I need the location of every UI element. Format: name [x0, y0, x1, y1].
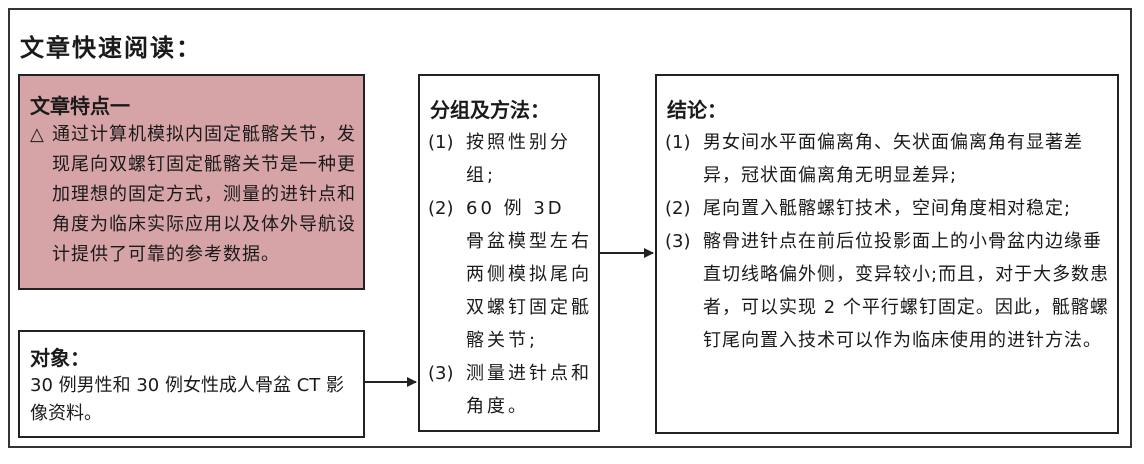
item-text: 髂骨进针点在前后位投影面上的小骨盆内边缘垂直切线略偏外侧，变异较小;而且，对于大… [703, 231, 1110, 351]
item-text: 测量进针点和角度。 [466, 363, 592, 417]
item-number: (2) [428, 198, 454, 219]
item-number: (1) [665, 132, 691, 153]
item-text: 按照性别分组; [466, 132, 571, 186]
group-heading: 分组及方法： [430, 98, 550, 122]
list-item: (2) 尾向置入骶髂螺钉技术，空间角度相对稳定; [665, 192, 1113, 225]
outer-frame [8, 8, 1132, 448]
list-item: (1) 按照性别分组; [428, 126, 594, 192]
item-number: (3) [665, 231, 691, 252]
item-number: (1) [428, 132, 454, 153]
list-item: (2) 60 例 3D 骨盆模型左右两侧模拟尾向双螺钉固定骶髂关节; [428, 192, 594, 357]
item-text: 60 例 3D 骨盆模型左右两侧模拟尾向双螺钉固定骶髂关节; [466, 198, 592, 351]
feature-box: 文章特点一 △ 通过计算机模拟内固定骶髂关节，发现尾向双螺钉固定骶髂关节是一种更… [18, 74, 365, 290]
list-item: (3) 髂骨进针点在前后位投影面上的小骨盆内边缘垂直切线略偏外侧，变异较小;而且… [665, 225, 1113, 357]
item-text: 男女间水平面偏离角、矢状面偏离角有显著差异，冠状面偏离角无明显差异; [703, 132, 1083, 186]
list-item: (1) 男女间水平面偏离角、矢状面偏离角有显著差异，冠状面偏离角无明显差异; [665, 126, 1113, 192]
item-number: (3) [428, 363, 454, 384]
conclusion-heading: 结论： [667, 98, 727, 122]
feature-body: △ 通过计算机模拟内固定骶髂关节，发现尾向双螺钉固定骶髂关节是一种更加理想的固定… [30, 120, 360, 270]
group-list: (1) 按照性别分组; (2) 60 例 3D 骨盆模型左右两侧模拟尾向双螺钉固… [428, 126, 594, 423]
list-item: (3) 测量进针点和角度。 [428, 357, 594, 423]
conclusion-list: (1) 男女间水平面偏离角、矢状面偏离角有显著差异，冠状面偏离角无明显差异; (… [665, 126, 1113, 357]
triangle-icon: △ [30, 124, 44, 145]
feature-heading: 文章特点一 [30, 94, 130, 118]
item-text: 尾向置入骶髂螺钉技术，空间角度相对稳定; [703, 198, 1072, 219]
subject-text: 30 例男性和 30 例女性成人骨盆 CT 影像资料。 [30, 375, 344, 424]
page-title: 文章快速阅读： [20, 34, 202, 62]
subject-box: 对象： 30 例男性和 30 例女性成人骨盆 CT 影像资料。 [18, 330, 365, 438]
group-method-box: 分组及方法： (1) 按照性别分组; (2) 60 例 3D 骨盆模型左右两侧模… [418, 74, 600, 432]
item-number: (2) [665, 198, 691, 219]
conclusion-box: 结论： (1) 男女间水平面偏离角、矢状面偏离角有显著差异，冠状面偏离角无明显差… [655, 74, 1119, 434]
subject-heading: 对象： [30, 346, 90, 370]
feature-text: 通过计算机模拟内固定骶髂关节，发现尾向双螺钉固定骶髂关节是一种更加理想的固定方式… [52, 124, 356, 265]
